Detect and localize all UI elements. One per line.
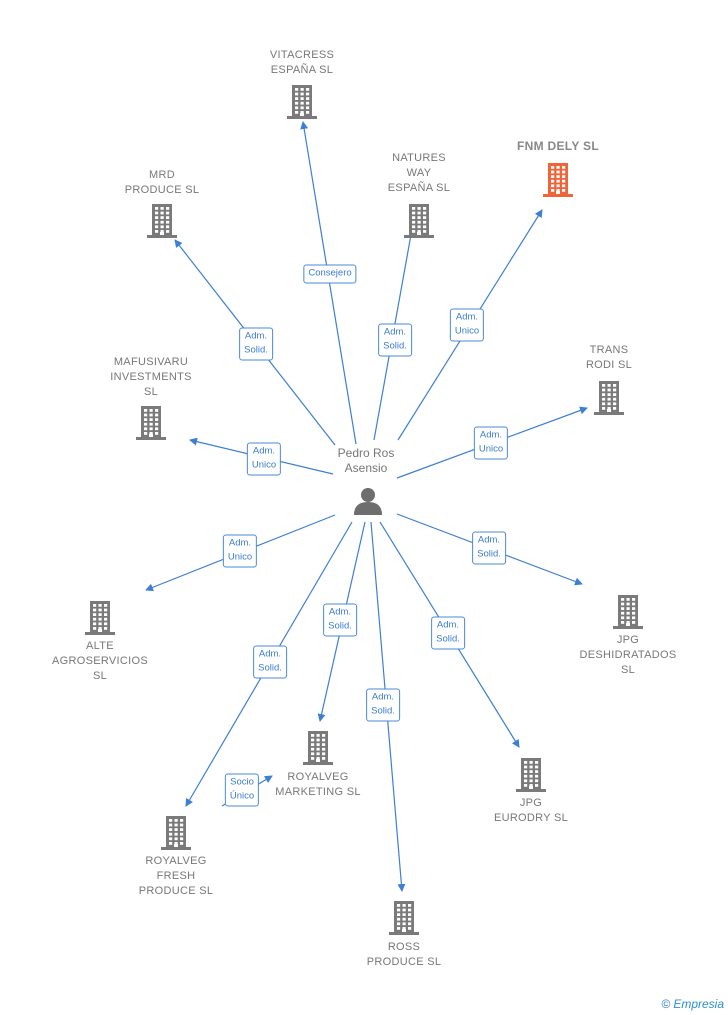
company-name-alte[interactable]: ALTE AGROSERVICIOS SL	[52, 640, 148, 682]
company-building-icon-vitacress[interactable]	[286, 84, 318, 120]
company-name-natures[interactable]: NATURES WAY ESPAÑA SL	[387, 152, 451, 194]
relation-label-vitacress[interactable]: Consejero	[303, 264, 357, 284]
company-building-icon-royalvegmkt[interactable]	[302, 730, 334, 766]
company-name-mrd[interactable]: MRD PRODUCE SL	[124, 169, 200, 196]
relation-label-jpgdeshid[interactable]: Adm. Solid.	[472, 531, 506, 565]
company-name-vitacress[interactable]: VITACRESS ESPAÑA SL	[269, 49, 335, 76]
relation-label-natures[interactable]: Adm. Solid.	[378, 323, 412, 357]
relation-label-alte[interactable]: Adm. Unico	[222, 534, 258, 568]
copyright-icon: ©	[661, 997, 671, 1011]
company-name-jpgeurodry[interactable]: JPG EURODRY SL	[493, 797, 569, 824]
relation-label-trans[interactable]: Adm. Unico	[473, 426, 509, 460]
company-building-icon-jpgdeshid[interactable]	[612, 594, 644, 630]
company-building-icon-trans[interactable]	[593, 380, 625, 416]
company-name-royalvegmkt[interactable]: ROYALVEG MARKETING SL	[275, 771, 361, 798]
relation-label-jpgeurodry[interactable]: Adm. Solid.	[431, 616, 465, 650]
company-name-royalvegfresh[interactable]: ROYALVEG FRESH PRODUCE SL	[138, 855, 214, 897]
relation-label-mafusivaru[interactable]: Adm. Unico	[246, 442, 282, 476]
company-name-jpgdeshid[interactable]: JPG DESHIDRATADOS SL	[579, 634, 677, 676]
relation-label-royalvegmkt[interactable]: Socio Único	[224, 773, 260, 807]
company-building-icon-fnm[interactable]	[542, 162, 574, 198]
company-name-trans[interactable]: TRANS RODI SL	[585, 344, 633, 371]
footer-brand[interactable]: ©Empresia	[661, 997, 724, 1011]
relation-label-mrd[interactable]: Adm. Solid.	[239, 327, 273, 361]
relation-label-ross[interactable]: Adm. Solid.	[366, 688, 400, 722]
person-icon[interactable]	[353, 486, 383, 516]
company-building-icon-mafusivaru[interactable]	[135, 405, 167, 441]
company-building-icon-royalvegfresh[interactable]	[160, 815, 192, 851]
company-name-mafusivaru[interactable]: MAFUSIVARU INVESTMENTS SL	[110, 356, 192, 398]
company-building-icon-ross[interactable]	[388, 900, 420, 936]
brand-logo: Empresia	[673, 997, 724, 1011]
company-building-icon-alte[interactable]	[84, 600, 116, 636]
company-name-fnm[interactable]: FNM DELY SL	[517, 139, 599, 153]
company-building-icon-jpgeurodry[interactable]	[515, 757, 547, 793]
relation-label-fnm[interactable]: Adm. Unico	[449, 308, 485, 342]
relation-label-royalvegmkt[interactable]: Adm. Solid.	[323, 603, 357, 637]
relation-label-royalvegfresh[interactable]: Adm. Solid.	[253, 645, 287, 679]
company-building-icon-natures[interactable]	[403, 203, 435, 239]
company-name-ross[interactable]: ROSS PRODUCE SL	[366, 941, 442, 968]
person-name[interactable]: Pedro Ros Asensio	[337, 446, 395, 475]
company-building-icon-mrd[interactable]	[146, 203, 178, 239]
